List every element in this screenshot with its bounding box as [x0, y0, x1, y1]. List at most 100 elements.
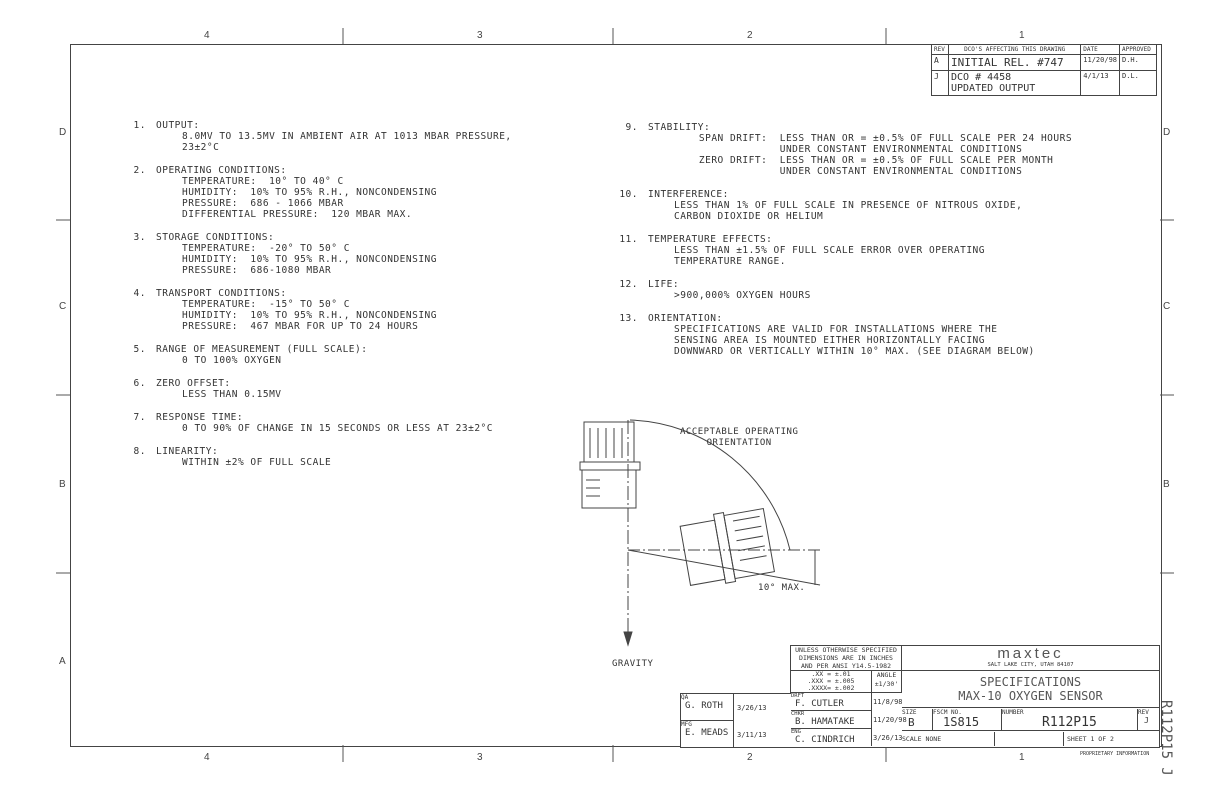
rev-approved: D.H.	[1119, 54, 1157, 71]
company-logo: maxtec	[997, 645, 1064, 662]
note-line: HUMIDITY: 10% TO 95% R.H., NONCONDENSING	[182, 310, 437, 321]
note-line: SENSING AREA IS MOUNTED EITHER HORIZONTA…	[674, 335, 985, 346]
spec-note: 9.STABILITY: SPAN DRIFT: LESS THAN OR = …	[612, 122, 1072, 177]
note-title: RESPONSE TIME:	[156, 412, 244, 423]
angle-tolerance: ANGLE ±1/30'	[872, 671, 902, 693]
rev-date: 11/20/98	[1080, 54, 1120, 71]
zone-col-1-bottom: 1	[1019, 752, 1025, 763]
revision-row: A INITIAL REL. #747 11/20/98 D.H.	[931, 54, 1157, 71]
zone-row-d: D	[59, 127, 67, 138]
note-line: PRESSURE: 686 - 1066 mbar	[182, 198, 344, 209]
note-number: 1.	[133, 120, 146, 131]
signoff-date: 3/26/13	[737, 704, 767, 712]
tolerance-note-line: AND PER ANSI Y14.5-1982	[800, 662, 891, 670]
approval-label: ENG	[791, 729, 801, 735]
rev-letter: A	[931, 54, 949, 71]
date-header: DATE	[1083, 46, 1098, 53]
notes-right: 9.STABILITY: SPAN DRIFT: LESS THAN OR = …	[612, 122, 1072, 369]
approved-header: APPROVED	[1122, 46, 1151, 53]
orientation-label-line-1: ACCEPTABLE OPERATING	[680, 427, 799, 437]
dco-header: DCO'S AFFECTING THIS DRAWING	[964, 46, 1066, 53]
signoff-name: G. ROTH	[685, 701, 723, 711]
note-line: ZERO DRIFT: LESS THAN OR = ±0.5% OF FULL…	[674, 155, 1054, 166]
rev-letter: J	[931, 70, 949, 96]
note-line: WITHIN ±2% OF FULL SCALE	[182, 457, 332, 468]
note-line: SPECIFICATIONS ARE VALID FOR INSTALLATIO…	[674, 324, 998, 335]
note-line: UNDER CONSTANT ENVIRONMENTAL CONDITIONS	[674, 144, 1023, 155]
note-line: HUMIDITY: 10% TO 95% R.H., NONCONDENSING	[182, 187, 437, 198]
zone-col-4: 4	[204, 30, 210, 41]
approval-date: 11/8/98	[873, 698, 903, 706]
note-line: DOWNWARD OR VERTICALLY WITHIN 10° MAX. (…	[674, 346, 1035, 357]
orientation-label: ACCEPTABLE OPERATING ORIENTATION	[680, 427, 798, 449]
note-number: 4.	[133, 288, 146, 299]
rev-description: DCO # 4458	[951, 72, 1012, 83]
spec-note: 11.TEMPERATURE EFFECTS:LESS THAN ±1.5% O…	[612, 234, 1072, 267]
rev-header: REV	[934, 46, 945, 53]
note-line: HUMIDITY: 10% TO 95% R.H., NONCONDENSING	[182, 254, 437, 265]
spec-note: 8.LINEARITY:WITHIN ±2% OF FULL SCALE	[120, 446, 512, 468]
note-title: INTERFERENCE:	[648, 189, 729, 200]
gravity-arrow-icon	[623, 631, 633, 647]
number-value: R112P15	[1042, 715, 1097, 730]
spec-note: 1.OUTPUT:8.0mV TO 13.5mV IN AMBIENT AIR …	[120, 120, 512, 153]
note-line: >900,000% OXYGEN HOURS	[674, 290, 811, 301]
note-line: LESS THAN 1% OF FULL SCALE IN PRESENCE O…	[674, 200, 1023, 211]
proprietary-note: PROPRIETARY INFORMATION	[1080, 751, 1150, 757]
zone-row-b: B	[59, 479, 66, 490]
size-value: B	[908, 716, 915, 729]
note-number: 5.	[133, 344, 146, 355]
note-line: TEMPERATURE: 10° TO 40° C	[182, 176, 344, 187]
signoff-date: 3/11/13	[737, 731, 767, 739]
note-line: TEMPERATURE RANGE.	[674, 256, 786, 267]
rev-description: INITIAL REL. #747	[947, 54, 1082, 71]
signoff-label: QA	[681, 694, 689, 701]
orientation-arc	[629, 419, 791, 551]
drawing-title-line-1: SPECIFICATIONS	[979, 675, 1082, 689]
note-title: STABILITY:	[648, 122, 711, 133]
zone-col-3: 3	[477, 30, 483, 41]
note-line: PRESSURE: 467 mbar FOR UP TO 24 HOURS	[182, 321, 419, 332]
note-line: SPAN DRIFT: LESS THAN OR = ±0.5% OF FULL…	[674, 133, 1073, 144]
rev-label: REV	[1138, 709, 1149, 716]
tolerance-line: .XX = ±.01	[811, 670, 851, 678]
note-number: 6.	[133, 378, 146, 389]
notes-left: 1.OUTPUT:8.0mV TO 13.5mV IN AMBIENT AIR …	[120, 120, 512, 480]
note-line: 0 TO 90% OF CHANGE IN 15 SECONDS OR LESS…	[182, 423, 493, 434]
rev-description-2: UPDATED OUTPUT	[951, 83, 1036, 94]
sensor-tilted-icon	[679, 508, 776, 586]
fscm-cell: FSCM NO.1S815	[933, 709, 1002, 731]
tolerances: .XX = ±.01 .XXX = ±.005 .XXXX= ±.002	[791, 671, 872, 693]
fscm-value: 1S815	[943, 715, 980, 729]
rev-date: 4/1/13	[1080, 70, 1120, 96]
zone-row-c: C	[59, 301, 67, 312]
spec-note: 2.OPERATING CONDITIONS:TEMPERATURE: 10° …	[120, 165, 512, 220]
note-line: TEMPERATURE: -20° TO 50° C	[182, 243, 350, 254]
orientation-diagram	[579, 419, 821, 647]
note-line: DIFFERENTIAL PRESSURE: 120 mbar MAX.	[182, 209, 413, 220]
orientation-label-line-2: ORIENTATION	[706, 438, 772, 448]
spec-note: 7.RESPONSE TIME:0 TO 90% OF CHANGE IN 15…	[120, 412, 512, 434]
sensor-vertical-icon	[579, 421, 641, 509]
approval-name: F. CUTLER	[795, 699, 844, 709]
note-number: 3.	[133, 232, 146, 243]
note-line: PRESSURE: 686-1080 mbar	[182, 265, 332, 276]
note-line: CARBON DIOXIDE OR HELIUM	[674, 211, 824, 222]
revision-block: REV DCO'S AFFECTING THIS DRAWING DATE AP…	[931, 44, 1157, 96]
zone-col-2-bottom: 2	[747, 752, 753, 763]
note-title: ORIENTATION:	[648, 313, 723, 324]
note-line: LESS THAN ±1.5% OF FULL SCALE ERROR OVER…	[674, 245, 985, 256]
angle-tolerance-label: ANGLE	[876, 671, 897, 679]
spec-note: 4.TRANSPORT CONDITIONS:TEMPERATURE: -15°…	[120, 288, 512, 332]
zone-row-a: A	[59, 656, 66, 667]
tolerance-line: .XXXX= ±.002	[807, 684, 855, 692]
note-title: RANGE OF MEASUREMENT (FULL SCALE):	[156, 344, 368, 355]
zone-row-d-right: D	[1163, 127, 1171, 138]
